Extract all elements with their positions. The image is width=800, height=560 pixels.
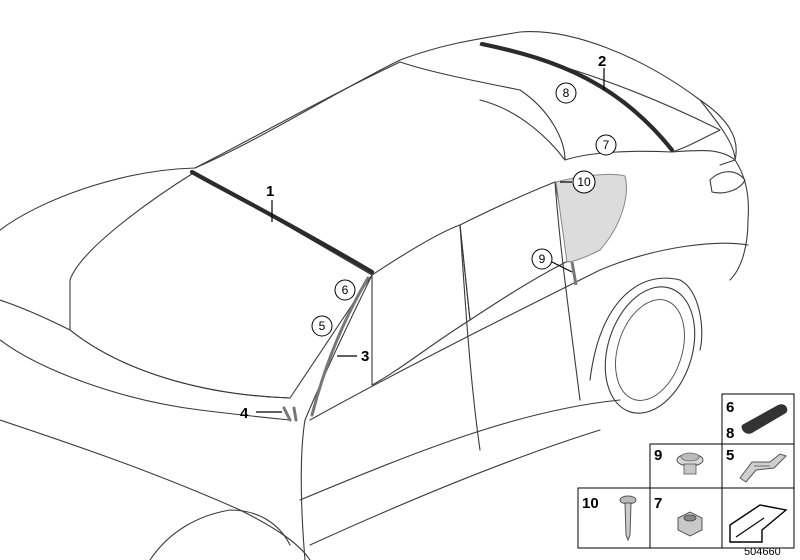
grid-label-6: 6 — [726, 399, 734, 416]
callout-4: 4 — [240, 405, 249, 422]
callout-2: 2 — [598, 53, 606, 70]
a-pillar-trim — [310, 276, 370, 417]
grid-cell-10 — [577, 487, 651, 549]
seal-profile-icon — [729, 504, 788, 543]
leader-lines — [256, 68, 605, 413]
grid-label-5: 5 — [726, 447, 734, 464]
quarter-window-clip — [570, 261, 578, 286]
grid-label-10: 10 — [582, 495, 599, 512]
screw-head-icon — [676, 452, 704, 475]
grid-label-9: 9 — [654, 447, 662, 464]
grid-label-8: 8 — [726, 425, 734, 442]
rear-window-seal — [479, 41, 675, 153]
svg-text:9: 9 — [539, 252, 546, 266]
windshield-bottom-clip — [282, 406, 298, 422]
callout-1: 1 — [266, 183, 274, 200]
circled-callout-9: 9 — [531, 248, 553, 270]
parts-grid: 6 8 9 5 10 7 — [577, 393, 795, 549]
svg-text:7: 7 — [603, 138, 610, 152]
circled-callout-7: 7 — [595, 134, 617, 156]
nut-icon — [677, 511, 703, 537]
svg-text:8: 8 — [563, 86, 570, 100]
grid-label-7: 7 — [654, 495, 662, 512]
trim-clip-icon — [739, 453, 787, 483]
rear-quarter-window — [555, 173, 627, 263]
car-body-outline — [0, 31, 749, 560]
rivet-icon — [619, 495, 637, 542]
svg-text:5: 5 — [319, 319, 326, 333]
windshield-top-seal — [189, 169, 375, 275]
circled-callout-8: 8 — [555, 82, 577, 104]
svg-text:10: 10 — [577, 175, 591, 189]
seal-piece-icon — [741, 404, 788, 434]
reference-number: 504660 — [744, 546, 781, 558]
callout-3: 3 — [361, 348, 369, 365]
circled-callout-6: 6 — [334, 279, 356, 301]
svg-text:6: 6 — [342, 283, 349, 297]
circled-callout-10: 10 — [572, 170, 596, 194]
circled-callout-5: 5 — [311, 315, 333, 337]
grid-cell-9 — [649, 443, 723, 489]
